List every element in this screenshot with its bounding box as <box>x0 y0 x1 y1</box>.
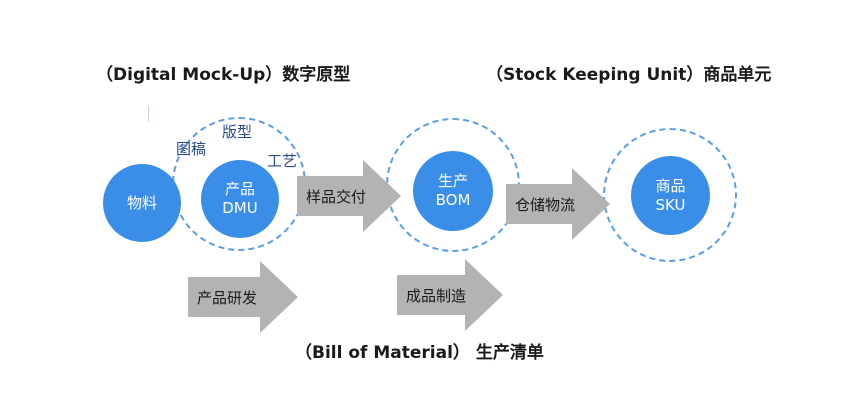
sample-delivery-arrow <box>297 160 401 232</box>
bom-node: 生产 BOM <box>413 151 493 231</box>
tick-mark <box>148 106 149 122</box>
gongyi-label: 工艺 <box>267 152 298 170</box>
manufacturing-label: 成品制造 <box>406 287 467 305</box>
product-rd-label: 产品研发 <box>197 289 258 307</box>
dmu-caption: （Digital Mock-Up）数字原型 <box>96 65 351 85</box>
sample-delivery-label: 样品交付 <box>306 188 367 206</box>
dmu-node-line2: DMU <box>222 199 258 217</box>
bom-caption: （Bill of Material） 生产清单 <box>295 343 544 363</box>
tugao-label: 图稿 <box>176 140 207 158</box>
sku-dashed-ring <box>603 128 737 262</box>
bom-node-line2: BOM <box>435 191 471 209</box>
material-node-label: 物料 <box>126 193 157 212</box>
sku-node-line1: 商品 <box>655 176 686 195</box>
warehouse-logistics-arrow <box>506 168 610 240</box>
sku-node: 商品 SKU <box>631 156 710 235</box>
warehouse-logistics-label: 仓储物流 <box>515 196 576 214</box>
manufacturing-arrow <box>397 259 503 331</box>
product-rd-arrow <box>188 261 298 333</box>
sku-caption: （Stock Keeping Unit）商品单元 <box>486 65 772 85</box>
dmu-node: 产品 DMU <box>201 160 279 238</box>
banxing-label: 版型 <box>222 123 253 141</box>
material-node: 物料 <box>103 164 181 242</box>
sku-node-line2: SKU <box>655 195 686 214</box>
bom-node-line1: 生产 <box>437 172 468 190</box>
dmu-node-line1: 产品 <box>224 180 255 198</box>
